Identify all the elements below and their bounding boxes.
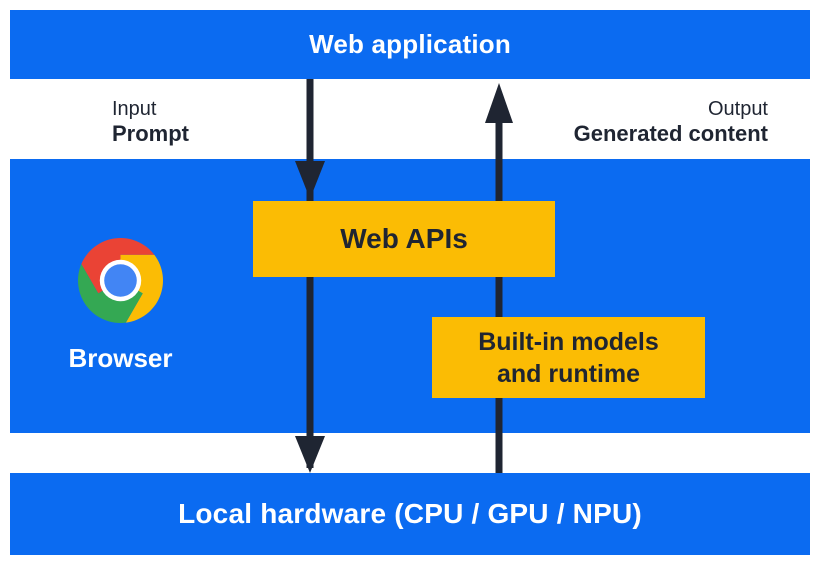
- local-hardware-band: Local hardware (CPU / GPU / NPU): [10, 473, 810, 555]
- browser-label: Browser: [68, 343, 173, 373]
- output-caption-block: Output Generated content: [574, 97, 768, 146]
- input-value-label: Prompt: [112, 121, 189, 146]
- web-application-label: Web application: [309, 29, 511, 59]
- output-caption: Output: [707, 98, 768, 120]
- input-caption-block: Input Prompt: [112, 97, 189, 146]
- input-caption: Input: [112, 98, 157, 120]
- chrome-icon: [78, 238, 163, 323]
- local-hardware-label: Local hardware (CPU / GPU / NPU): [178, 498, 642, 529]
- built-in-models-box: Built-in models and runtime: [432, 317, 705, 398]
- web-apis-box: Web APIs: [253, 201, 555, 277]
- output-value-label: Generated content: [573, 121, 768, 146]
- web-application-band: Web application: [10, 10, 810, 79]
- built-in-models-label: Built-in models and runtime: [478, 327, 659, 388]
- web-apis-label: Web APIs: [340, 223, 468, 254]
